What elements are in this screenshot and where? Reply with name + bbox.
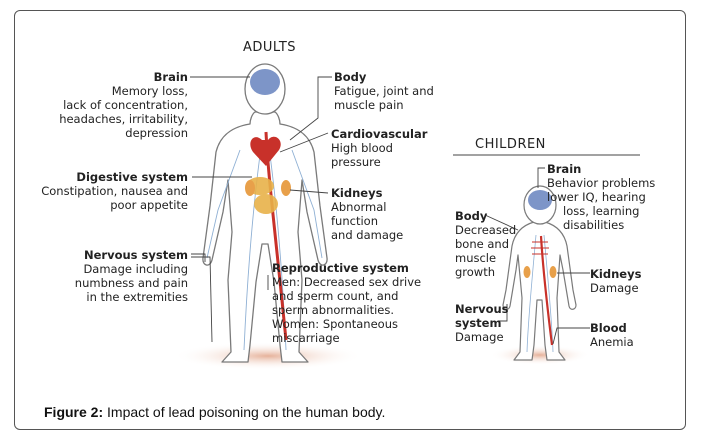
adult-brain-line-4: depression (125, 126, 188, 140)
child-kidneys-line-1: Damage (590, 281, 639, 295)
child-body-label: Body Decreased bone and muscle growth (455, 209, 516, 279)
adult-reproductive-title: Reproductive system (272, 261, 409, 275)
child-blood-label: Blood Anemia (590, 321, 634, 349)
child-body-line-4: growth (455, 265, 496, 279)
adult-cardio-title: Cardiovascular (331, 127, 428, 141)
child-body-line-1: Decreased (455, 223, 517, 237)
child-blood-line-1: Anemia (590, 335, 634, 349)
adult-brain-icon (250, 69, 280, 95)
child-nervous-title-2: system (455, 316, 502, 330)
adult-reproductive-line-3: sperm abnormalities. (272, 303, 395, 317)
child-body-line-2: bone and (455, 237, 509, 251)
adult-kidneys-title: Kidneys (331, 186, 383, 200)
child-body-title: Body (455, 209, 488, 223)
adult-brain-line-2: lack of concentration, (63, 98, 188, 112)
adult-cardio-label: Cardiovascular High blood pressure (331, 127, 427, 169)
adult-nervous-line-2: numbness and pain (74, 276, 188, 290)
child-blood-title: Blood (590, 321, 627, 335)
adult-brain-line-3: headaches, irritability, (59, 112, 188, 126)
adult-digestive-line-2: poor appetite (110, 198, 188, 212)
adult-cardio-line-1: High blood (331, 141, 393, 155)
adult-digestive-line-1: Constipation, nausea and (41, 184, 188, 198)
figure-caption: Figure 2: Impact of lead poisoning on th… (44, 404, 385, 420)
adult-heart-icon (250, 136, 281, 166)
caption-label: Figure 2: (44, 404, 104, 420)
child-brain-line-2: lower IQ, hearing (547, 190, 646, 204)
adult-kidneys-line-1: Abnormal (331, 200, 387, 214)
adult-body-title: Body (334, 70, 367, 84)
adult-floor-shadow (173, 342, 363, 370)
adult-body-label: Body Fatigue, joint and muscle pain (334, 70, 434, 112)
child-floor-shadow (490, 345, 590, 365)
child-brain-line-4: disabilities (563, 218, 625, 232)
adult-kidneys-label: Kidneys Abnormal function and damage (331, 186, 403, 242)
adult-kidneys-line-3: and damage (331, 228, 404, 242)
child-brain-line-1: Behavior problems (547, 176, 656, 190)
caption-text: Impact of lead poisoning on the human bo… (107, 404, 386, 420)
adult-brain-label: Brain Memory loss, lack of concentration… (59, 70, 188, 140)
child-nervous-label: Nervous system Damage (455, 302, 509, 344)
adult-reproductive-line-4: Women: Spontaneous (272, 317, 398, 331)
child-brain-label: Brain Behavior problems lower IQ, hearin… (547, 162, 655, 232)
child-kidneys-title: Kidneys (590, 267, 642, 281)
adult-brain-line-1: Memory loss, (111, 84, 188, 98)
child-kidney-icon (523, 266, 557, 278)
child-body-line-3: muscle (455, 251, 497, 265)
child-nervous-line-1: Damage (455, 330, 504, 344)
adult-nervous-title: Nervous system (84, 248, 188, 262)
adult-digestive-title: Digestive system (76, 170, 188, 184)
adult-nervous-label: Nervous system Damage including numbness… (75, 248, 188, 304)
adult-brain-title: Brain (153, 70, 188, 84)
child-brain-title: Brain (547, 162, 582, 176)
child-aorta-icon (539, 235, 554, 346)
adult-reproductive-line-2: and sperm count, and (272, 289, 399, 303)
adult-reproductive-line-5: miscarriage (272, 331, 340, 345)
adults-header: ADULTS (243, 40, 297, 55)
child-nervous-title-1: Nervous (455, 302, 509, 316)
adult-reproductive-label: Reproductive system Men: Decreased sex d… (272, 261, 421, 345)
adult-nervous-line-3: in the extremities (86, 290, 188, 304)
child-ribs-icon (531, 241, 549, 255)
adult-body-line-2: muscle pain (334, 98, 404, 112)
leader-lines (190, 76, 640, 345)
adult-kidney-icon (245, 180, 291, 196)
children-header: CHILDREN (475, 137, 546, 152)
adult-body-line-1: Fatigue, joint and (334, 84, 434, 98)
child-brain-line-3: loss, learning (563, 204, 640, 218)
adult-nervous-line-1: Damage including (83, 262, 188, 276)
adult-cardio-line-2: pressure (331, 155, 381, 169)
adult-digestive-label: Digestive system Constipation, nausea an… (41, 170, 188, 212)
child-kidneys-label: Kidneys Damage (590, 267, 641, 295)
adult-kidneys-line-2: function (331, 214, 378, 228)
child-brain-icon (528, 190, 552, 210)
adult-reproductive-line-1: Men: Decreased sex drive (272, 275, 422, 289)
